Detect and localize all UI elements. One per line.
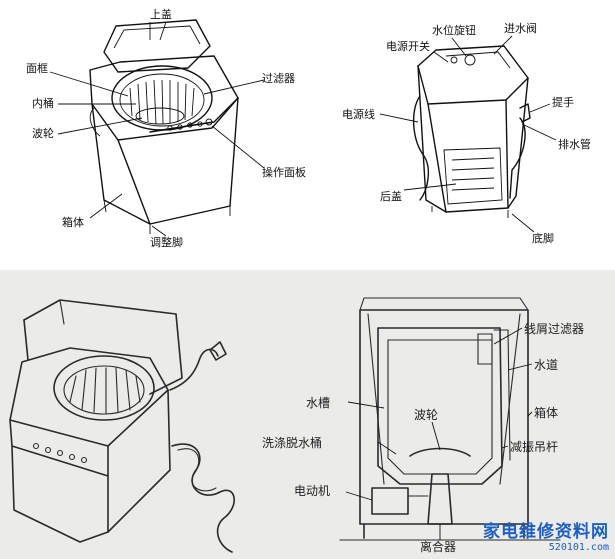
top-panel: 上盖 面框 内桶 波轮 过滤器 操作面板 箱体 调整脚 电源开关 水位旋钮 进水… — [0, 0, 615, 270]
label-lint-filter: 线屑过滤器 — [524, 322, 585, 336]
label-water-channel: 水道 — [534, 358, 559, 372]
watermark: 家电维修资料网 520101.com — [483, 517, 609, 553]
leader-handle — [529, 103, 551, 113]
label-damper-rod: 减振吊杆 — [510, 440, 559, 454]
label-handle: 提手 — [552, 96, 574, 109]
label-drain-hose: 排水管 — [558, 138, 591, 151]
label-inlet-valve: 进水阀 — [504, 22, 537, 35]
label-inner-tub: 内桶 — [32, 97, 54, 110]
bottom-panel: 线屑过滤器 水道 水槽 波轮 箱体 洗涤脱水桶 减振吊杆 电动机 离合器 家电维… — [0, 270, 615, 559]
label-water-level-knob: 水位旋钮 — [432, 24, 476, 37]
leader-frame — [49, 71, 129, 97]
label-cabinet-bottom: 箱体 — [534, 406, 559, 420]
label-control-panel: 操作面板 — [262, 166, 306, 179]
leader-lint-filter — [493, 327, 523, 345]
leader-water-tub — [347, 401, 385, 409]
washer-cross-section — [339, 297, 561, 541]
label-water-tub: 水槽 — [306, 396, 331, 410]
leader-base-foot — [511, 213, 535, 233]
leader-pulsator — [57, 117, 143, 135]
leader-power-switch — [433, 51, 449, 63]
label-frame: 面框 — [26, 62, 48, 75]
label-base-foot: 底脚 — [532, 232, 554, 245]
watermark-title: 家电维修资料网 — [483, 522, 609, 542]
label-lid: 上盖 — [150, 8, 172, 21]
top-drawing — [49, 19, 557, 237]
bottom-drawing — [9, 297, 561, 553]
label-clutch: 离合器 — [420, 540, 457, 554]
washer-sketch — [9, 299, 235, 553]
leader-cabinet-b — [527, 411, 533, 417]
leader-power-cord — [379, 113, 419, 123]
leader-filter — [203, 79, 265, 95]
washer-front-view — [89, 19, 239, 234]
label-wash-spin-tub: 洗涤脱水桶 — [262, 436, 323, 450]
leader-adjust-foot — [151, 225, 167, 237]
label-cabinet: 箱体 — [62, 216, 84, 229]
label-power-switch: 电源开关 — [386, 40, 430, 53]
label-filter: 过滤器 — [262, 72, 295, 85]
leader-control-panel — [211, 125, 265, 169]
label-pulsator: 波轮 — [32, 127, 54, 140]
leader-damper-rod — [501, 445, 509, 449]
leader-inlet-valve — [493, 35, 513, 55]
leader-wash-spin-tub — [377, 441, 397, 455]
label-power-cord: 电源线 — [342, 108, 375, 121]
leader-rear-cover — [403, 183, 457, 191]
watermark-url: 520101.com — [548, 542, 609, 553]
washer-rear-view — [412, 45, 531, 218]
leader-motor — [345, 491, 373, 501]
label-rear-cover: 后盖 — [380, 190, 402, 203]
leader-pulsator-b — [431, 421, 441, 451]
leader-water-channel — [507, 363, 533, 371]
label-adjust-foot: 调整脚 — [150, 236, 183, 249]
label-motor: 电动机 — [294, 484, 331, 498]
label-pulsator-bottom: 波轮 — [414, 408, 439, 422]
leader-lid — [159, 21, 167, 41]
leader-drain-hose — [521, 123, 557, 141]
leader-cabinet — [89, 193, 123, 219]
leader-water-level — [451, 37, 467, 57]
